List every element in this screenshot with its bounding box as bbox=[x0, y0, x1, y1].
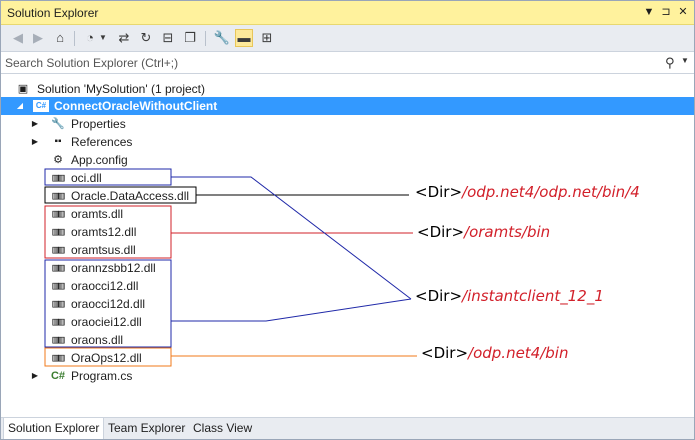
dll-file-icon: ▥▥ bbox=[52, 333, 64, 346]
dll-file-icon: ▥▥ bbox=[52, 189, 64, 202]
preview-selected-items-icon[interactable]: ▬ bbox=[235, 29, 253, 47]
search-options-dropdown-icon[interactable]: ▼ bbox=[681, 56, 689, 65]
tree-item-label: Program.cs bbox=[71, 369, 133, 383]
dll-file-icon: ▥▥ bbox=[52, 279, 64, 292]
expand-arrow-icon[interactable]: ▶ bbox=[31, 371, 39, 380]
tree-item-label: Oracle.DataAccess.dll bbox=[71, 189, 190, 203]
dir-path: /oramts/bin bbox=[464, 223, 551, 241]
solution-tree: ▣ Solution 'MySolution' (1 project) ◢ C#… bbox=[1, 75, 694, 415]
toolbar: ◀ ▶ ⌂ ◔ ▼ ⇄ ↻ ⊟ ❐ 🔧 ▬ ⊞ bbox=[1, 25, 694, 52]
toolbar-separator bbox=[205, 31, 206, 46]
tree-item-oramts12-dll[interactable]: ▥▥ oramts12.dll bbox=[1, 223, 694, 241]
close-icon[interactable]: ✕ bbox=[678, 6, 688, 18]
refresh-icon[interactable]: ↻ bbox=[140, 30, 152, 45]
dir-placeholder: <Dir> bbox=[415, 287, 463, 305]
tree-item-label: Solution 'MySolution' (1 project) bbox=[37, 82, 205, 96]
toolbar-separator bbox=[74, 31, 75, 46]
forward-icon[interactable]: ▶ bbox=[33, 30, 43, 45]
sync-with-document-icon[interactable]: ⇄ bbox=[118, 30, 130, 45]
dll-file-icon: ▥▥ bbox=[52, 315, 64, 328]
tab-team-explorer[interactable]: Team Explorer bbox=[108, 421, 186, 435]
dll-file-icon: ▥▥ bbox=[52, 351, 64, 364]
expand-arrow-icon[interactable]: ▶ bbox=[31, 137, 39, 146]
wrench-icon: 🔧 bbox=[51, 118, 65, 130]
tree-item-oraons-dll[interactable]: ▥▥ oraons.dll bbox=[1, 331, 694, 349]
annotation-label-odp-net4: <Dir>/odp.net4/bin bbox=[421, 344, 568, 362]
properties-wrench-icon[interactable]: 🔧 bbox=[213, 30, 231, 45]
tab-solution-explorer[interactable]: Solution Explorer bbox=[3, 418, 105, 439]
tree-item-oraociei12-dll[interactable]: ▥▥ oraociei12.dll bbox=[1, 313, 694, 331]
dir-placeholder: <Dir> bbox=[417, 223, 465, 241]
tree-item-label: oramts12.dll bbox=[71, 225, 137, 239]
tree-item-label: oraociei12.dll bbox=[71, 315, 142, 329]
dropdown-arrow-icon[interactable]: ▼ bbox=[99, 33, 107, 42]
search-input[interactable] bbox=[5, 54, 645, 72]
dll-file-icon: ▥▥ bbox=[52, 207, 64, 220]
tree-item-label: ConnectOracleWithoutClient bbox=[54, 99, 218, 113]
tree-item-oraops12-dll[interactable]: ▥▥ OraOps12.dll bbox=[1, 349, 694, 367]
pending-changes-filter-icon[interactable]: ◔ bbox=[86, 30, 94, 45]
view-class-diagram-icon[interactable]: ⊞ bbox=[261, 30, 273, 45]
tree-item-oramts-dll[interactable]: ▥▥ oramts.dll bbox=[1, 205, 694, 223]
tree-item-label: oci.dll bbox=[71, 171, 102, 185]
tree-item-label: oraocci12d.dll bbox=[71, 297, 146, 311]
dll-file-icon: ▥▥ bbox=[52, 225, 64, 238]
tree-item-orannzsbb12-dll[interactable]: ▥▥ orannzsbb12.dll bbox=[1, 259, 694, 277]
tree-item-label: oramtsus.dll bbox=[71, 243, 136, 257]
tree-item-label: Properties bbox=[71, 117, 126, 131]
tree-item-label: App.config bbox=[71, 153, 128, 167]
window-title: Solution Explorer bbox=[7, 6, 99, 20]
tree-item-references[interactable]: ▶ ▪▪ References bbox=[1, 133, 694, 151]
annotation-label-oramts: <Dir>/oramts/bin bbox=[417, 223, 550, 241]
dir-path: /instantclient_12_1 bbox=[462, 287, 604, 305]
back-icon[interactable]: ◀ bbox=[13, 30, 23, 45]
tree-item-label: oraons.dll bbox=[71, 333, 124, 347]
tree-item-label: orannzsbb12.dll bbox=[71, 261, 156, 275]
dll-file-icon: ▥▥ bbox=[52, 171, 64, 184]
tree-item-program-cs[interactable]: ▶ C# Program.cs bbox=[1, 367, 694, 385]
tree-item-label: OraOps12.dll bbox=[71, 351, 142, 365]
dll-file-icon: ▥▥ bbox=[52, 297, 64, 310]
home-icon[interactable]: ⌂ bbox=[56, 30, 64, 45]
tab-strip: Solution Explorer Team Explorer Class Vi… bbox=[1, 417, 694, 439]
config-file-icon: ⚙ bbox=[53, 154, 63, 166]
tree-item-solution[interactable]: ▣ Solution 'MySolution' (1 project) bbox=[1, 80, 694, 98]
dll-file-icon: ▥▥ bbox=[52, 261, 64, 274]
csharp-file-icon: C# bbox=[50, 370, 66, 382]
dll-file-icon: ▥▥ bbox=[52, 243, 64, 256]
annotation-label-instantclient: <Dir>/instantclient_12_1 bbox=[415, 287, 604, 305]
pin-icon[interactable]: ⊐ bbox=[661, 6, 671, 18]
dir-path: /odp.net4/bin bbox=[468, 344, 569, 362]
search-icon[interactable]: ⚲ bbox=[665, 55, 675, 70]
dir-path: /odp.net4/odp.net/bin/4 bbox=[462, 183, 640, 201]
collapse-all-icon[interactable]: ⊟ bbox=[162, 30, 174, 45]
window-dropdown-icon[interactable]: ▼ bbox=[643, 6, 655, 18]
tree-item-label: oramts.dll bbox=[71, 207, 124, 221]
dir-placeholder: <Dir> bbox=[421, 344, 469, 362]
tree-item-properties[interactable]: ▶ 🔧 Properties bbox=[1, 115, 694, 133]
tree-item-app-config[interactable]: ⚙ App.config bbox=[1, 151, 694, 169]
solution-icon: ▣ bbox=[17, 83, 29, 95]
csharp-project-icon: C# bbox=[33, 100, 49, 112]
annotation-label-odp-net: <Dir>/odp.net4/odp.net/bin/4 bbox=[415, 183, 640, 201]
expand-arrow-icon[interactable]: ▶ bbox=[31, 119, 39, 128]
tree-item-oramtsus-dll[interactable]: ▥▥ oramtsus.dll bbox=[1, 241, 694, 259]
tree-item-label: oraocci12.dll bbox=[71, 279, 139, 293]
collapse-arrow-icon[interactable]: ◢ bbox=[16, 101, 24, 110]
tab-class-view[interactable]: Class View bbox=[193, 421, 253, 435]
title-bar: Solution Explorer ▼ ⊐ ✕ bbox=[1, 1, 694, 25]
show-all-files-icon[interactable]: ❐ bbox=[184, 30, 196, 45]
dir-placeholder: <Dir> bbox=[415, 183, 463, 201]
tree-item-label: References bbox=[71, 135, 133, 149]
search-bar: ⚲ ▼ bbox=[1, 52, 694, 74]
tree-item-project[interactable]: ◢ C# ConnectOracleWithoutClient bbox=[1, 97, 694, 115]
references-icon: ▪▪ bbox=[54, 136, 62, 147]
